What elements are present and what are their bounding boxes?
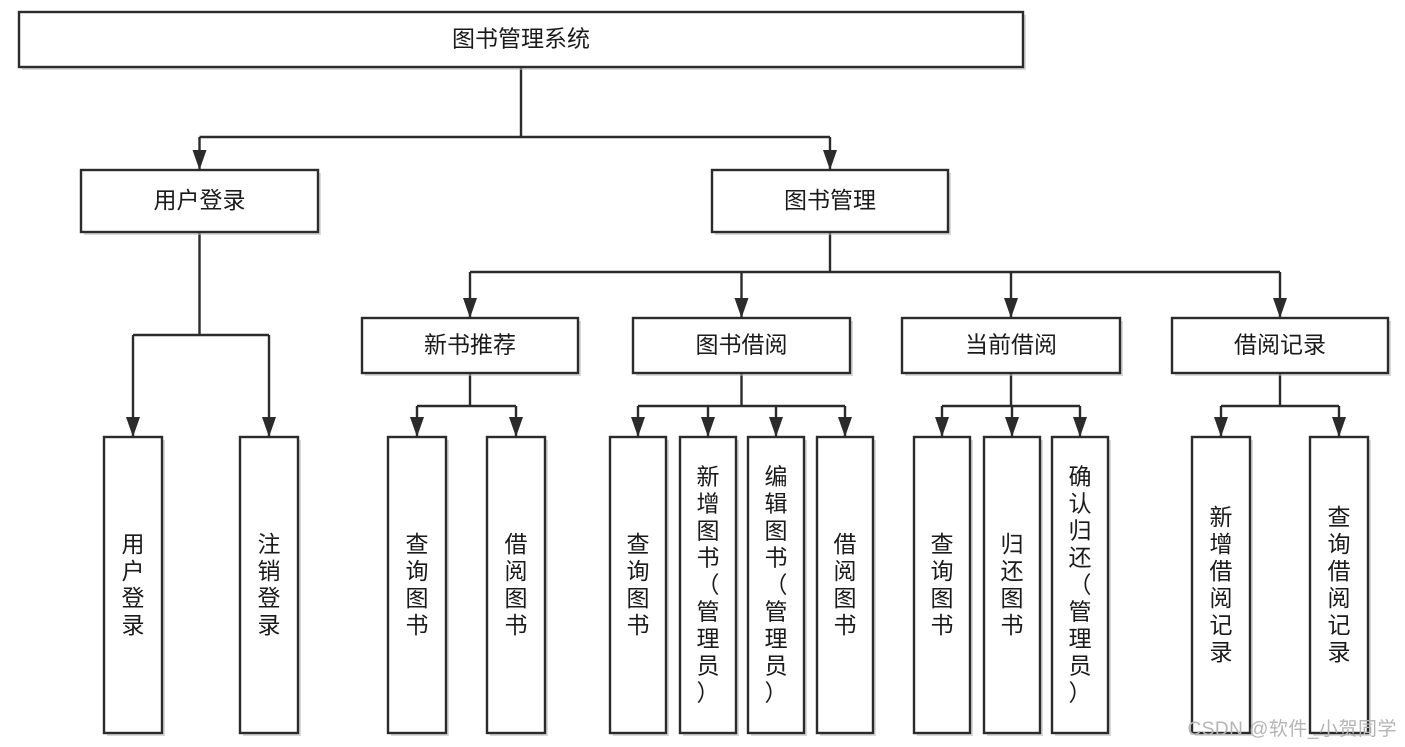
node-cb-confirm-return[interactable]: 确认归还（管理员） [1050, 435, 1111, 736]
arrow-head [1073, 417, 1087, 437]
node-box[interactable] [79, 168, 320, 234]
arrow-head [1273, 298, 1287, 318]
node-box[interactable] [815, 435, 875, 735]
node-label: 查询图书 [931, 531, 954, 638]
node-box[interactable] [1170, 316, 1390, 375]
node-label: 编辑图书（管理员） [765, 464, 788, 706]
node-label: 新增图书（管理员） [697, 464, 720, 706]
node-book-borrow[interactable]: 图书借阅 [631, 316, 853, 376]
node-box[interactable] [900, 316, 1122, 375]
node-box[interactable] [485, 435, 547, 735]
node-label: 借阅记录 [1234, 332, 1326, 358]
node-nb-query-book[interactable]: 查询图书 [386, 435, 449, 736]
node-box[interactable] [386, 435, 448, 735]
node-nb-borrow-book[interactable]: 借阅图书 [485, 435, 548, 736]
node-label: 图书管理 [784, 187, 876, 213]
arrow-head [1332, 417, 1346, 437]
node-label: 用户登录 [122, 531, 145, 638]
node-label: 当前借阅 [965, 332, 1057, 358]
arrow-head [838, 417, 852, 437]
node-box[interactable] [17, 10, 1025, 69]
node-box[interactable] [360, 316, 580, 375]
node-box[interactable] [1050, 435, 1110, 735]
arrow-head [1004, 298, 1018, 318]
node-box[interactable] [631, 316, 852, 375]
node-box[interactable] [238, 435, 300, 735]
node-new-book-recommend[interactable]: 新书推荐 [360, 316, 581, 376]
node-cb-query-book[interactable]: 查询图书 [912, 435, 973, 736]
node-layer: 图书管理系统用户登录图书管理用户登录注销登录新书推荐查询图书借阅图书图书借阅查询… [17, 10, 1391, 736]
node-box[interactable] [1308, 435, 1370, 735]
arrow-head [734, 298, 749, 318]
node-label: 借阅图书 [505, 531, 528, 638]
arrow-head [463, 298, 477, 318]
node-label: 用户登录 [154, 187, 246, 213]
node-root[interactable]: 图书管理系统 [17, 10, 1026, 70]
node-bb-edit-book[interactable]: 编辑图书（管理员） [746, 435, 807, 736]
node-cb-return-book[interactable]: 归还图书 [982, 435, 1043, 736]
node-user-login[interactable]: 用户登录 [79, 168, 321, 235]
connector-layer [126, 67, 1346, 437]
node-label: 查询借阅记录 [1328, 504, 1351, 665]
arrow-head [1005, 417, 1019, 437]
arrow-head [631, 417, 645, 437]
node-bb-query-book[interactable]: 查询图书 [608, 435, 669, 736]
node-box[interactable] [608, 435, 668, 735]
node-bb-borrow-book[interactable]: 借阅图书 [815, 435, 876, 736]
node-label: 归还图书 [1001, 531, 1024, 638]
node-box[interactable] [746, 435, 806, 735]
arrow-head [935, 417, 949, 437]
arrow-head [126, 417, 140, 437]
node-label: 图书借阅 [696, 332, 788, 358]
node-br-query-record[interactable]: 查询借阅记录 [1308, 435, 1371, 736]
arrow-head [1214, 417, 1228, 437]
node-bb-add-book[interactable]: 新增图书（管理员） [678, 435, 739, 736]
node-label: 图书管理系统 [452, 26, 590, 52]
node-label: 确认归还（管理员） [1069, 464, 1092, 706]
node-box[interactable] [102, 435, 164, 735]
arrow-head [509, 417, 523, 437]
node-label: 查询图书 [406, 531, 429, 638]
node-user-login-do[interactable]: 用户登录 [102, 435, 165, 736]
node-label: 新书推荐 [424, 332, 516, 358]
node-box[interactable] [912, 435, 972, 735]
node-br-add-record[interactable]: 新增借阅记录 [1190, 435, 1253, 736]
node-box[interactable] [982, 435, 1042, 735]
arrow-head [410, 417, 424, 437]
arrow-head [192, 150, 207, 170]
node-borrow-record[interactable]: 借阅记录 [1170, 316, 1391, 376]
node-box[interactable] [678, 435, 738, 735]
arrow-head [701, 417, 715, 437]
node-user-logout[interactable]: 注销登录 [238, 435, 301, 736]
arrow-head [769, 417, 783, 437]
node-box[interactable] [710, 168, 950, 234]
node-label: 新增借阅记录 [1210, 504, 1233, 665]
node-current-borrow[interactable]: 当前借阅 [900, 316, 1123, 376]
arrow-head [823, 150, 837, 170]
arrow-head [262, 417, 276, 437]
node-label: 注销登录 [258, 531, 281, 638]
node-label: 借阅图书 [834, 531, 857, 638]
watermark-text: CSDN @软件_小贺同学 [1187, 719, 1397, 740]
node-label: 查询图书 [627, 531, 650, 638]
node-book-manage[interactable]: 图书管理 [710, 168, 951, 235]
node-box[interactable] [1190, 435, 1252, 735]
